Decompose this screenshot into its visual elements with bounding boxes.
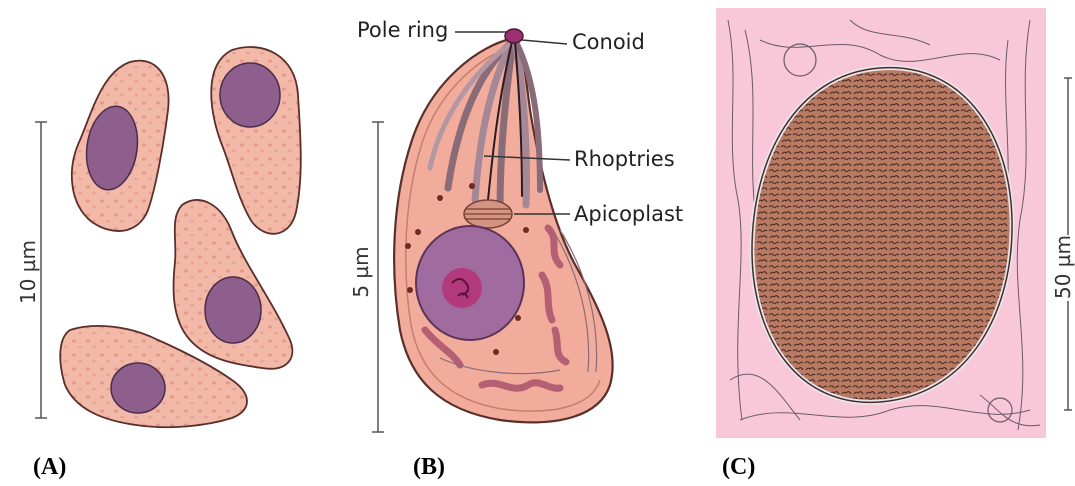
panel-a-letter: (A) (33, 454, 66, 481)
conoid-label: Conoid (572, 30, 645, 54)
tachyzoite-cell-2 (211, 47, 301, 234)
tachyzoite-cell-1 (72, 61, 169, 231)
panel-b-letter: (B) (413, 454, 445, 481)
panel-c-letter: (C) (722, 454, 755, 481)
panel-a-scale-label: 10 µm (16, 237, 40, 307)
nucleus (205, 277, 261, 343)
cell-nucleus (416, 226, 524, 340)
panel-c-scale-label: 50 µm (1051, 232, 1075, 302)
apicoplast-label: Apicoplast (574, 202, 683, 226)
nucleus (220, 63, 280, 127)
panel-a-tachyzoites (35, 47, 301, 427)
panel-b-tachyzoite-detail (372, 29, 613, 432)
panel-c-tissue-cyst (716, 8, 1075, 438)
apicoplast (464, 200, 512, 228)
rhoptries-label: Rhoptries (574, 147, 675, 171)
panel-b-scale-bar (372, 122, 384, 432)
nucleus (111, 363, 165, 413)
pole-ring-label: Pole ring (357, 18, 448, 42)
nucleolus (442, 268, 482, 308)
conoid (505, 29, 523, 43)
panel-b-scale-label: 5 µm (349, 242, 373, 302)
